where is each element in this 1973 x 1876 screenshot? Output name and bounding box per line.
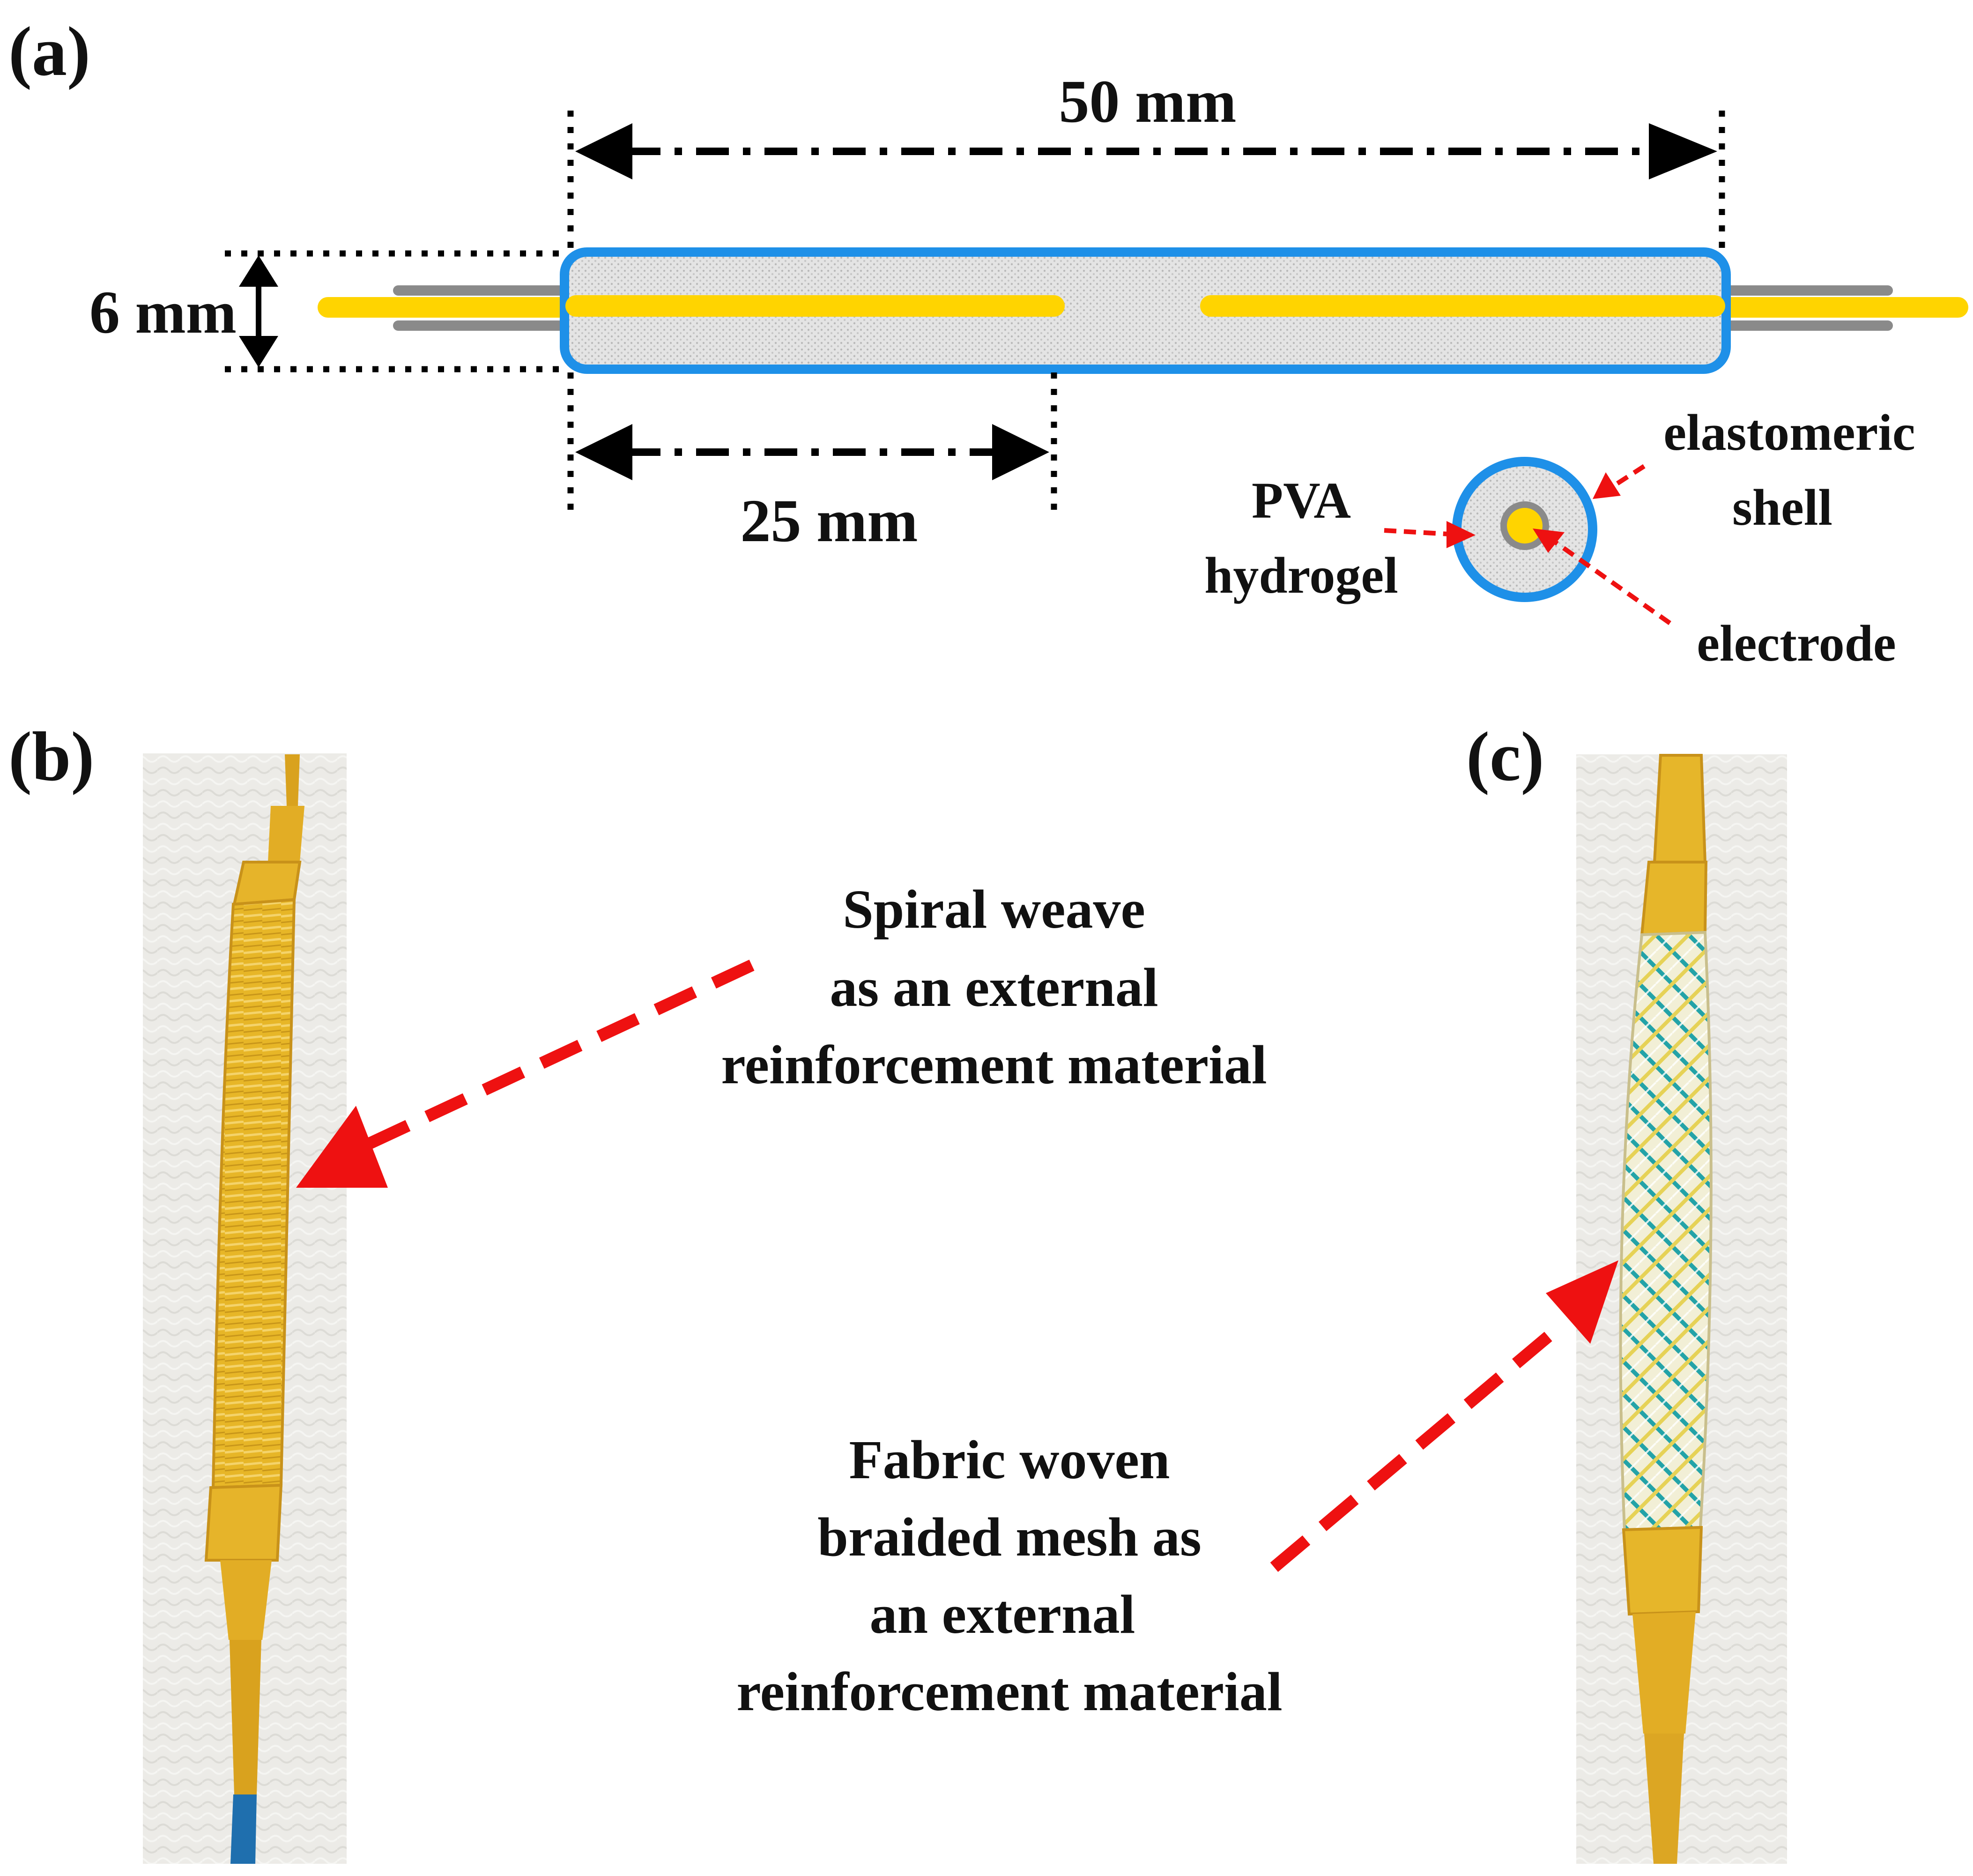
dim-arrowhead-up (239, 255, 278, 287)
arrowhead-electrode (1533, 529, 1565, 553)
callout-c-line2: braided mesh as (817, 1506, 1202, 1568)
callout-spiral-weave: Spiral weave as an external reinforcemen… (296, 878, 1267, 1188)
panel-label-a: (a) (8, 13, 90, 90)
panel-label-b: (b) (8, 718, 94, 796)
dim-label-50mm: 50 mm (1059, 68, 1236, 135)
callout-braided-mesh: Fabric woven braided mesh as an external… (736, 1260, 1618, 1722)
arrowhead-hydrogel (1446, 521, 1476, 548)
dimension-50mm: 50 mm (567, 68, 1725, 248)
photo-braided-mesh-actuator (1576, 754, 1787, 1864)
legend-arrows (1384, 464, 1671, 625)
callout-b-arrow-shaft (367, 960, 755, 1149)
legend-electrode: electrode (1697, 615, 1896, 672)
dim-arrowhead-right (1649, 123, 1717, 179)
callout-b-line3: reinforcement material (721, 1034, 1267, 1095)
callout-c-line3: an external (870, 1584, 1135, 1645)
actuator-side-view (318, 247, 1968, 374)
dim-label-6mm: 6 mm (89, 279, 237, 346)
callout-b-arrowhead (296, 1106, 388, 1188)
cross-section-electrode (1507, 508, 1543, 543)
dim-arrowhead-down (239, 336, 278, 367)
callout-c-arrow-shaft (1270, 1326, 1559, 1572)
callout-c-line4: reinforcement material (736, 1661, 1282, 1722)
elastomeric-shell-outline (560, 247, 1731, 374)
callout-b-line2: as an external (830, 957, 1158, 1018)
dimension-6mm: 6 mm (89, 250, 567, 372)
photo-spiral-weave-actuator (143, 753, 347, 1864)
legend-hydrogel-line1: PVA (1252, 472, 1351, 529)
callout-c-arrowhead (1546, 1260, 1618, 1344)
callout-c-line1: Fabric woven (849, 1429, 1170, 1490)
dim-arrowhead-left (575, 123, 632, 179)
callout-b-line1: Spiral weave (843, 878, 1145, 940)
cross-section-view (1452, 457, 1597, 602)
dim-label-25mm: 25 mm (740, 487, 918, 555)
legend-shell-line1: elastomeric (1663, 404, 1915, 461)
dimension-25mm: 25 mm (567, 372, 1057, 555)
legend-hydrogel-line2: hydrogel (1204, 547, 1398, 604)
arrowhead-shell (1593, 472, 1621, 499)
legend-shell-line2: shell (1732, 479, 1832, 536)
panel-label-c: (c) (1466, 718, 1544, 796)
